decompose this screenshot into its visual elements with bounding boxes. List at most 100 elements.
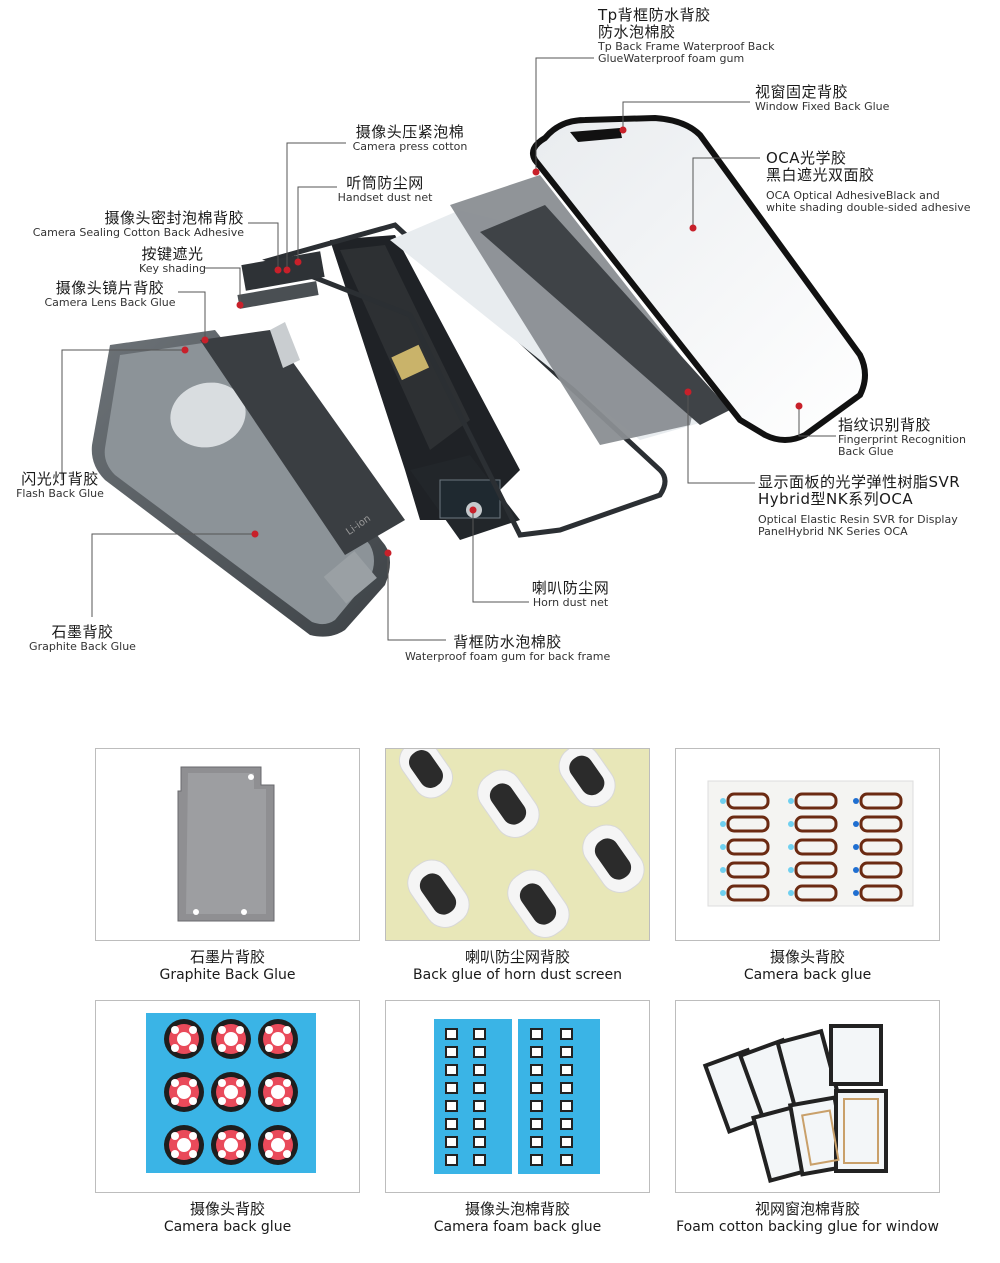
product-grid: 石墨片背胶 Graphite Back Glue [95, 748, 940, 1248]
callout-zh: 听筒防尘网 [346, 174, 424, 192]
foam-square [445, 1046, 458, 1058]
graphite-sheet-image [177, 766, 275, 922]
product-caption-en: Camera foam back glue [433, 1218, 602, 1235]
product-caption: 石墨片背胶 Graphite Back Glue [95, 948, 360, 984]
horn-dust-screen-image [398, 749, 645, 938]
product-caption: 摄像头泡棉背胶 Camera foam back glue [385, 1200, 650, 1236]
foam-square [530, 1100, 543, 1112]
foam-square [560, 1136, 573, 1148]
product-caption-zh: 石墨片背胶 [189, 948, 265, 966]
camera-ring [853, 838, 903, 856]
callout-window-glue: 视窗固定背胶 Window Fixed Back Glue [755, 84, 889, 113]
callout-key-shading: 按键遮光 Key shading [125, 246, 220, 275]
callout-back-frame-foam: 背框防水泡棉胶 Waterproof foam gum for back fra… [405, 634, 610, 663]
callout-en-2: PanelHybrid NK Series OCA [758, 524, 908, 538]
callout-camera-press-cotton: 摄像头压紧泡棉 Camera press cotton [330, 124, 490, 153]
camera-ring [853, 861, 903, 879]
product-caption-en: Foam cotton backing glue for window [676, 1218, 939, 1235]
camera-pad [258, 1125, 298, 1165]
product-caption-zh: 喇叭防尘网背胶 [464, 948, 570, 966]
camera-pad [258, 1019, 298, 1059]
camera-ring [788, 792, 838, 810]
callout-en-2: GlueWaterproof foam gum [598, 51, 745, 65]
callout-zh-2: 黑白遮光双面胶 [766, 165, 875, 184]
callout-en: Camera Sealing Cotton Back Adhesive [32, 225, 244, 239]
callout-en: Tp Back Frame Waterproof Back [598, 39, 775, 53]
foam-square [530, 1118, 543, 1130]
callout-en: Waterproof foam gum for back frame [405, 649, 611, 663]
callout-en: Key shading [139, 261, 206, 275]
window-foam-image [702, 1024, 888, 1184]
callout-markers [181, 126, 803, 557]
foam-square [560, 1064, 573, 1076]
camera-foam-sheet-image [434, 1019, 600, 1174]
callout-zh: 指纹识别背胶 [838, 416, 932, 434]
camera-ring [853, 815, 903, 833]
camera-ring [788, 838, 838, 856]
foam-square [473, 1046, 486, 1058]
product-photo-window-foam [675, 1000, 940, 1193]
product-caption-en: Graphite Back Glue [159, 966, 296, 983]
foam-square [530, 1064, 543, 1076]
product-photo-camera-blue [95, 1000, 360, 1193]
product-photo-horn-dust [385, 748, 650, 941]
camera-ring [853, 792, 903, 810]
foam-square [530, 1154, 543, 1166]
foam-square [473, 1136, 486, 1148]
camera-pad [164, 1125, 204, 1165]
callout-zh: 显示面板的光学弹性树脂SVR [758, 473, 961, 491]
foam-square [560, 1154, 573, 1166]
camera-pad [211, 1072, 251, 1112]
foam-square [445, 1082, 458, 1094]
callout-oca: OCA光学胶 黑白遮光双面胶 OCA Optical AdhesiveBlack… [766, 150, 971, 214]
callout-zh: 摄像头镜片背胶 [55, 279, 165, 297]
foam-square [560, 1082, 573, 1094]
product-caption: 摄像头背胶 Camera back glue [95, 1200, 360, 1236]
camera-ring [720, 884, 770, 902]
camera-ring [720, 815, 770, 833]
product-caption: 视网窗泡棉背胶 Foam cotton backing glue for win… [675, 1200, 940, 1236]
callout-zh: OCA光学胶 [766, 149, 847, 167]
product-caption-en: Camera back glue [743, 966, 872, 983]
product-caption: 喇叭防尘网背胶 Back glue of horn dust screen [385, 948, 650, 984]
camera-ring [788, 815, 838, 833]
callout-zh-2: 防水泡棉胶 [598, 22, 676, 41]
product-photo-graphite [95, 748, 360, 941]
callout-zh: 摄像头密封泡棉背胶 [104, 209, 244, 227]
foam-square [445, 1028, 458, 1040]
callout-en: Handset dust net [337, 190, 433, 204]
front-glass [530, 114, 868, 443]
product-caption-en: Camera back glue [163, 1218, 292, 1235]
optical-layers [390, 175, 730, 445]
foam-square [473, 1064, 486, 1076]
foam-square [445, 1118, 458, 1130]
callout-en: Optical Elastic Resin SVR for Display [758, 512, 958, 526]
battery [200, 322, 405, 555]
callout-en: OCA Optical AdhesiveBlack and [766, 188, 940, 202]
foam-square [530, 1028, 543, 1040]
camera-pad [258, 1072, 298, 1112]
product-caption-zh: 摄像头泡棉背胶 [464, 1200, 570, 1218]
camera-blue-sheet-image [146, 1013, 316, 1173]
product-caption-en: Back glue of horn dust screen [413, 966, 622, 983]
foam-square [530, 1136, 543, 1148]
foam-square [473, 1100, 486, 1112]
callout-zh: 视窗固定背胶 [755, 83, 849, 101]
callout-en: Camera Lens Back Glue [44, 295, 176, 309]
callout-zh-2: Hybrid型NK系列OCA [758, 489, 914, 508]
camera-pad [211, 1019, 251, 1059]
foam-square [473, 1082, 486, 1094]
product-photo-camera-rings [675, 748, 940, 941]
callout-en: Window Fixed Back Glue [755, 99, 890, 113]
foam-square [445, 1136, 458, 1148]
foam-square [473, 1028, 486, 1040]
exploded-phone-diagram: Li-ion Tp背框防水背胶 防水泡棉胶 Tp Back Frame Wate… [16, 7, 971, 663]
callout-svr-oca: 显示面板的光学弹性树脂SVR Hybrid型NK系列OCA Optical El… [758, 474, 960, 538]
camera-pad [164, 1072, 204, 1112]
foam-square [473, 1118, 486, 1130]
callout-camera-sealing: 摄像头密封泡棉背胶 Camera Sealing Cotton Back Adh… [30, 210, 244, 239]
back-housing [91, 330, 390, 637]
callout-en: Camera press cotton [352, 139, 468, 153]
callout-en-2: white shading double-sided adhesive [766, 200, 971, 214]
product-caption: 摄像头背胶 Camera back glue [675, 948, 940, 984]
